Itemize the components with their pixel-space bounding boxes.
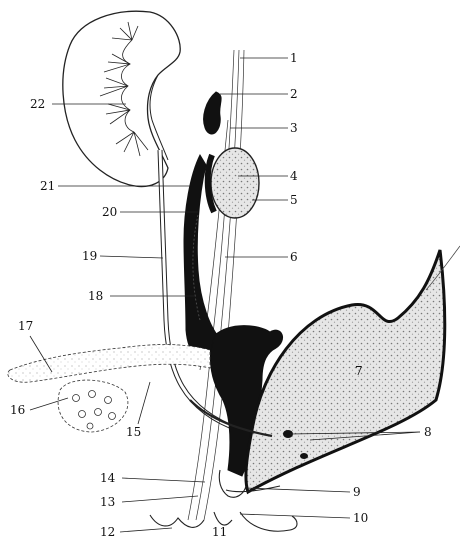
label-5: 5 — [290, 193, 298, 207]
label-15: 15 — [126, 425, 141, 439]
bladder — [246, 246, 460, 492]
accessory-gland — [8, 345, 210, 433]
label-2: 2 — [290, 87, 298, 101]
label-17: 17 — [18, 319, 33, 333]
label-16: 16 — [10, 403, 25, 417]
label-11: 11 — [212, 525, 227, 539]
label-3: 3 — [290, 121, 298, 135]
label-4: 4 — [290, 169, 298, 183]
label-19: 19 — [82, 249, 97, 263]
label-1: 1 — [290, 51, 298, 65]
label-22: 22 — [30, 97, 45, 111]
label-7: 7 — [355, 364, 363, 378]
gonad — [208, 148, 259, 218]
label-18: 18 — [88, 289, 103, 303]
label-21: 21 — [40, 179, 55, 193]
label-20: 20 — [102, 205, 117, 219]
label-9: 9 — [353, 485, 361, 499]
label-10: 10 — [353, 511, 368, 525]
label-8: 8 — [424, 425, 432, 439]
label-12: 12 — [100, 525, 115, 539]
label-6: 6 — [290, 250, 298, 264]
label-14: 14 — [100, 471, 116, 485]
label-13: 13 — [100, 495, 115, 509]
